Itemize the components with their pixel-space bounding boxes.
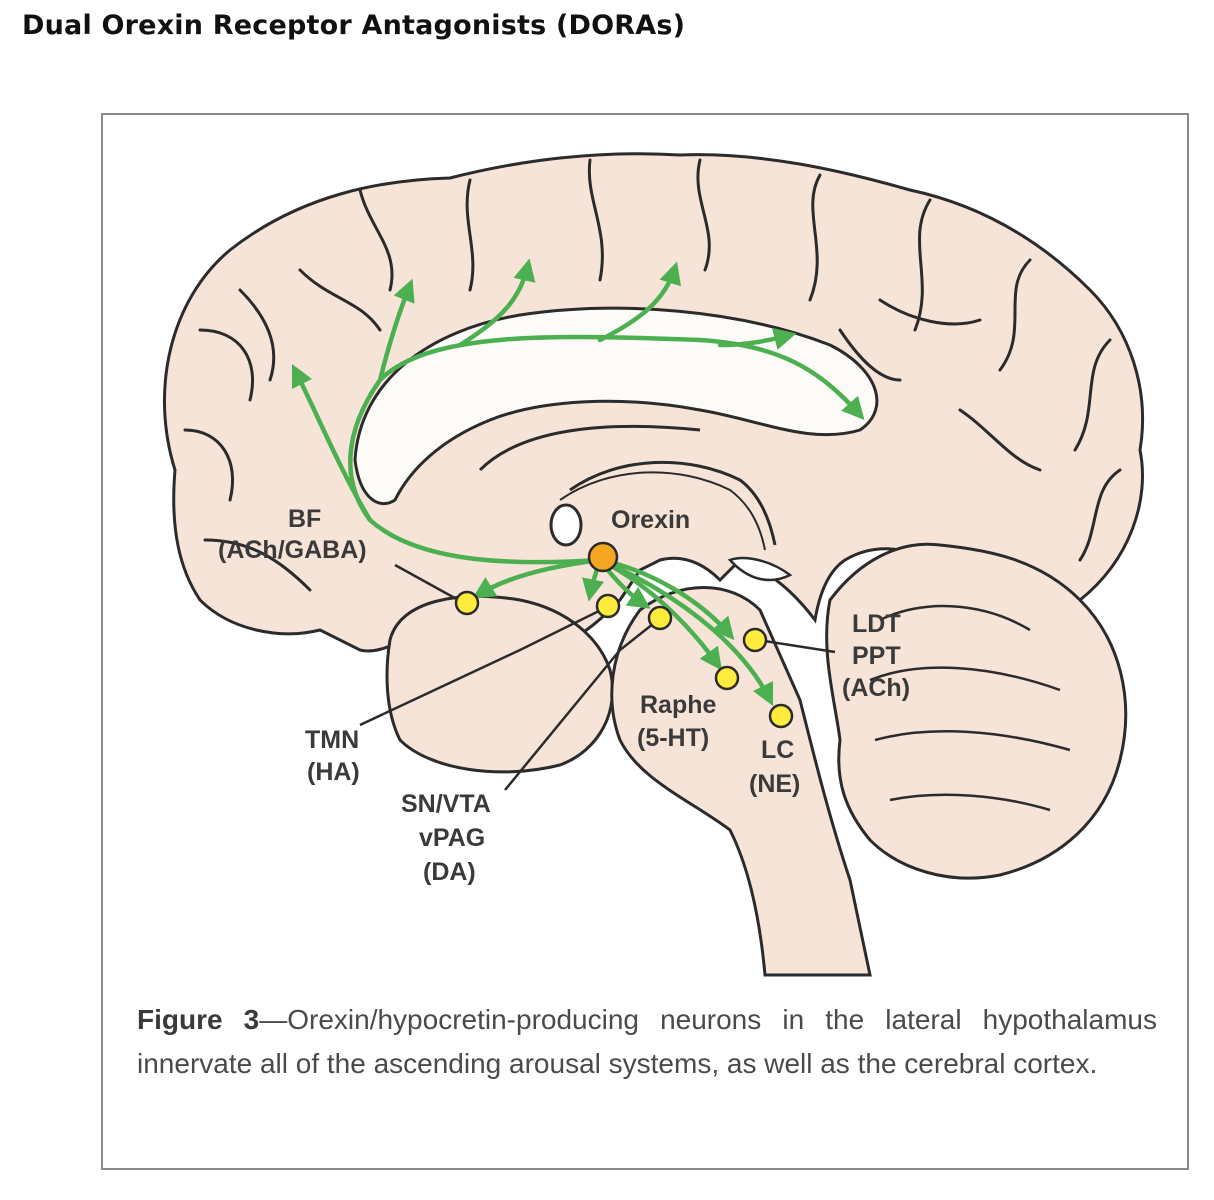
fornix-oval	[549, 503, 583, 547]
page-title: Dual Orexin Receptor Antagonists (DORAs)	[22, 10, 686, 41]
ldt-node	[742, 627, 768, 653]
orexin-node	[587, 541, 619, 573]
label-ldt: LDT	[852, 610, 901, 638]
label-lc: LC	[761, 736, 794, 764]
label-ppt: PPT	[852, 642, 901, 670]
snvta-node	[647, 605, 673, 631]
label-tmn: TMN	[305, 726, 359, 754]
label-bf: BF	[288, 505, 321, 533]
label-orexin: Orexin	[611, 506, 690, 534]
figure-caption: Figure 3—Orexin/hypocretin-producing neu…	[137, 998, 1157, 1086]
lc-node	[768, 703, 794, 729]
fourth-ventricle	[727, 556, 793, 582]
label-vpag: vPAG	[419, 824, 485, 852]
caption-label: Figure 3	[137, 1004, 260, 1035]
corpus-callosum	[353, 306, 879, 506]
label-ach: (ACh)	[842, 674, 910, 702]
label-connectors	[359, 563, 836, 791]
label-da: (DA)	[423, 858, 476, 886]
cerebellum	[825, 542, 1128, 880]
tmn-node	[595, 593, 621, 619]
brainstem	[610, 586, 872, 977]
label-raphe-sub: (5-HT)	[637, 724, 709, 752]
label-tmn-sub: (HA)	[307, 758, 360, 786]
label-raphe: Raphe	[640, 691, 717, 719]
bf-node	[454, 590, 480, 616]
raphe-node	[714, 665, 740, 691]
label-bf-sub: (ACh/GABA)	[218, 536, 367, 564]
label-lc-sub: (NE)	[749, 770, 800, 798]
caption-text: —Orexin/hypocretin-producing neurons in …	[137, 1004, 1157, 1079]
sulci	[183, 158, 1122, 592]
label-snvta: SN/VTA	[401, 790, 491, 818]
